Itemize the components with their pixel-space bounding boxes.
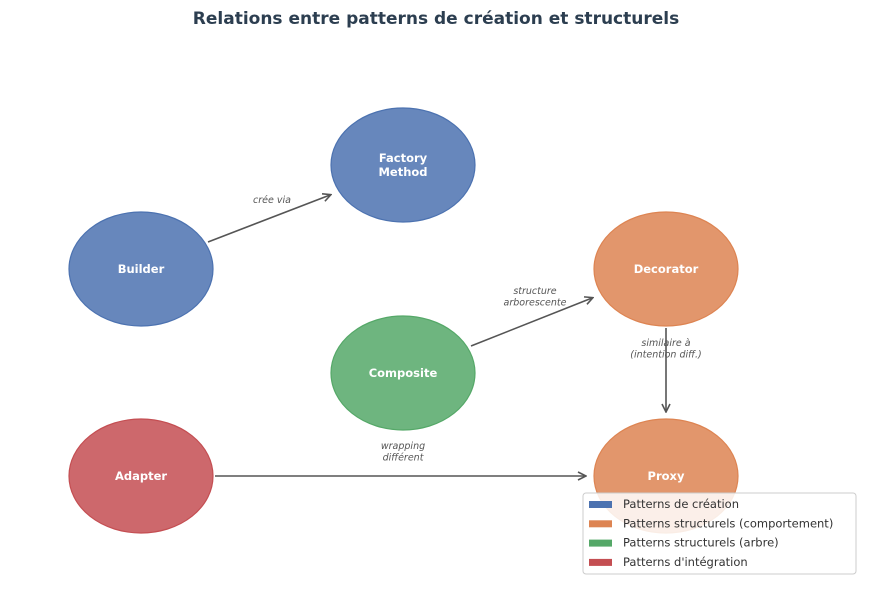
- legend-item: Patterns structurels (comportement): [589, 516, 833, 530]
- node-composite-label: Composite: [369, 366, 438, 380]
- edge-label-adapter-to-proxy: différent: [383, 453, 425, 464]
- node-adapter-shape: [68, 418, 214, 534]
- node-adapter: Adapter: [68, 418, 214, 534]
- legend-item: Patterns de création: [589, 497, 739, 511]
- node-builder-label: Builder: [118, 262, 165, 276]
- node-decorator-shape: [593, 211, 739, 327]
- node-composite: Composite: [330, 315, 476, 431]
- edges-layer: [207, 195, 666, 476]
- legend-label: Patterns structurels (arbre): [623, 536, 779, 550]
- node-factory-label: Factory: [379, 151, 428, 165]
- node-builder: Builder: [68, 211, 214, 327]
- nodes-layer: Builder FactoryMethodDecoratorCompositeAd…: [68, 107, 739, 534]
- node-proxy-label: Proxy: [648, 469, 685, 483]
- legend-swatch: [589, 558, 612, 566]
- diagram-title: Relations entre patterns de création et …: [193, 9, 679, 29]
- node-builder-shape: [68, 211, 214, 327]
- edge-label-decorator-to-proxy: similaire à: [641, 338, 690, 349]
- node-composite-shape: [330, 315, 476, 431]
- legend-label: Patterns de création: [623, 497, 739, 511]
- node-decorator-label: Decorator: [634, 262, 699, 276]
- node-factory-shape: [330, 107, 476, 223]
- legend-swatch: [589, 539, 612, 547]
- edge-label-composite-to-decorator: arborescente: [504, 298, 567, 309]
- edge-label-adapter-to-proxy: wrapping: [381, 441, 425, 452]
- edge-composite-to-decorator: [470, 298, 592, 347]
- node-adapter-label: Adapter: [115, 469, 167, 483]
- edge-label-decorator-to-proxy: (intention diff.): [630, 350, 701, 361]
- legend-swatch: [589, 501, 612, 508]
- legend-label: Patterns structurels (comportement): [623, 516, 833, 530]
- legend-swatch: [589, 520, 612, 528]
- legend-label: Patterns d'intégration: [623, 555, 748, 569]
- legend-item: Patterns d'intégration: [589, 555, 748, 569]
- legend-box: [582, 492, 857, 575]
- edge-label-builder-to-factory: crée via: [253, 195, 291, 206]
- legend-item: Patterns structurels (arbre): [589, 536, 779, 550]
- node-decorator: Decorator: [593, 211, 739, 327]
- edge-builder-to-factory: [207, 195, 330, 243]
- node-factory-label: Method: [378, 165, 427, 179]
- edge-label-composite-to-decorator: structure: [513, 286, 556, 297]
